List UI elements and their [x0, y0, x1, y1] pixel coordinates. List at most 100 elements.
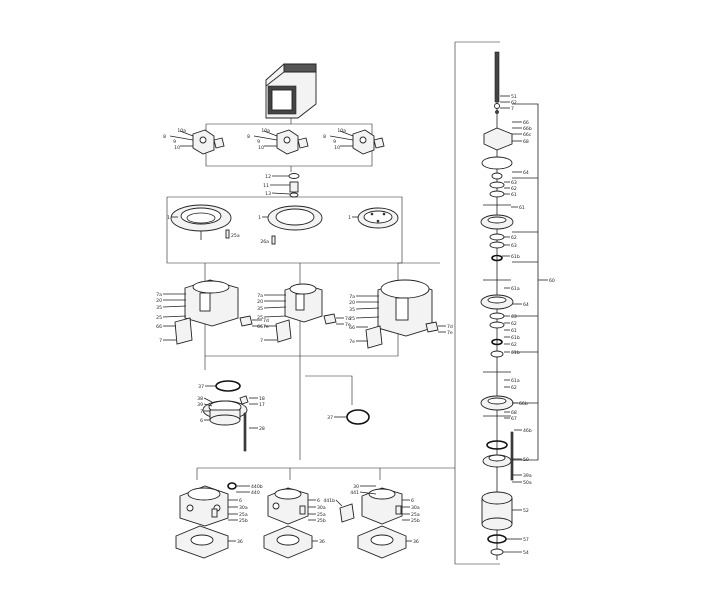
flange-left: 1 25a [167, 204, 240, 240]
label-9: 9 [333, 139, 336, 145]
label-440: 440 [251, 490, 260, 496]
label-66: 66 [523, 120, 529, 126]
label-36: 36 [413, 539, 419, 545]
label-61b: 61b [511, 350, 520, 356]
label-64: 64 [523, 170, 529, 176]
label-12: 12 [265, 174, 271, 180]
stack-ring [491, 254, 503, 262]
label-57: 57 [523, 537, 529, 543]
label-25: 25 [156, 315, 162, 321]
label-8: 8 [323, 134, 326, 140]
label-6: 6 [239, 498, 242, 504]
label-62: 62 [511, 100, 517, 106]
label-7a: 7a [257, 293, 263, 299]
label-63: 63 [511, 243, 517, 249]
label-8: 8 [247, 134, 250, 140]
label-17: 17 [259, 402, 265, 408]
label-25a: 25a [239, 512, 248, 518]
lantern-mid: 7a 20 35 25 66 7 7d 7e [257, 283, 351, 344]
label-7d: 7d [447, 324, 453, 330]
label-25b: 25b [317, 518, 326, 524]
label-7: 7 [200, 409, 203, 415]
label-63: 63 [511, 314, 517, 320]
label-7: 7e [349, 339, 355, 345]
flange-mid: 1 26a [258, 205, 323, 245]
label-25: 25 [257, 315, 263, 321]
clamp-mid: 10a 8 9 10 [247, 128, 309, 155]
label-25a: 25a [411, 512, 420, 518]
label-7a: 7a [156, 292, 162, 298]
label-36: 36 [237, 539, 243, 545]
label-52: 52 [523, 508, 529, 514]
clamp-group: 10a 8 9 10 10a 8 9 10 10a 8 [163, 123, 385, 167]
label-7: 7 [511, 106, 514, 112]
label-441b: 441b [323, 498, 335, 504]
label-30a: 30a [317, 505, 326, 511]
label-50a: 50a [523, 480, 532, 486]
label-67: 67 [511, 416, 517, 422]
label-30: 30 [353, 484, 359, 490]
label-10a: 10a [261, 128, 270, 134]
label-26a: 26a [260, 239, 269, 245]
label-51: 51 [511, 94, 517, 100]
label-9: 9 [173, 139, 176, 145]
label-68: 68 [511, 410, 517, 416]
base-mid: 6 30a 25a 25b 36 [263, 487, 326, 559]
label-36: 36 [319, 539, 325, 545]
clamp-left: 10a 8 9 10 [163, 128, 225, 155]
seal-section: 37 38 39 7 6 18 17 28 37 [197, 356, 370, 460]
label-61a: 61a [511, 286, 520, 292]
label-10: 10 [334, 145, 340, 151]
lantern-group: 7a 20 35 25 66 7 7d 7e 7a 20 35 [156, 263, 453, 357]
label-46b: 46b [523, 428, 532, 434]
label-66b: 66b [519, 401, 528, 407]
label-6: 6 [317, 498, 320, 504]
label-35: 35 [349, 307, 355, 313]
label-20: 20 [257, 299, 263, 305]
label-25a: 25a [231, 233, 240, 239]
label-440b: 440b [251, 484, 263, 490]
o-ring-mid [346, 409, 370, 425]
label-60: 60 [549, 278, 555, 284]
label-66: 66 [257, 324, 263, 330]
label-25b: 25b [239, 518, 248, 524]
base-group: 440b 440 6 30a 25a 25b 36 6 30a [175, 467, 455, 559]
label-11: 11 [263, 183, 269, 189]
label-441: 441 [350, 490, 359, 496]
base-o-ring [227, 482, 237, 490]
label-37: 37 [198, 384, 204, 390]
label-25b: 25b [411, 518, 420, 524]
label-61: 61 [511, 192, 517, 198]
label-13: 13 [265, 191, 271, 197]
label-10a: 10a [177, 128, 186, 134]
label-66c: 66c [523, 132, 532, 138]
label-62: 62 [511, 342, 517, 348]
label-25a: 25a [317, 512, 326, 518]
label-7e: 7e [345, 322, 351, 328]
label-1: 1 [258, 215, 261, 221]
label-66b: 66b [523, 126, 532, 132]
label-61a: 61a [511, 378, 520, 384]
label-30a: 30a [239, 505, 248, 511]
label-62: 62 [511, 385, 517, 391]
label-1: 1 [348, 215, 351, 221]
motor [265, 63, 317, 119]
label-20: 20 [156, 298, 162, 304]
label-7d: 7d [263, 318, 269, 324]
label-25: 25 [349, 316, 355, 322]
label-54: 54 [523, 550, 529, 556]
label-28: 28 [259, 426, 265, 432]
label-35: 35 [156, 305, 162, 311]
label-68: 68 [523, 139, 529, 145]
label-62: 62 [511, 235, 517, 241]
label-37: 37 [327, 415, 333, 421]
label-20: 20 [349, 300, 355, 306]
flange-right: 1 [348, 207, 399, 229]
lantern-left: 7a 20 35 25 66 7 7d 7e [156, 279, 269, 345]
label-10a: 10a [337, 128, 346, 134]
label-64: 64 [523, 302, 529, 308]
stack-ring [491, 338, 503, 346]
base-right: 30 441 441b 6 30a 25a 25b 36 [323, 484, 420, 559]
label-39: 39 [197, 402, 203, 408]
